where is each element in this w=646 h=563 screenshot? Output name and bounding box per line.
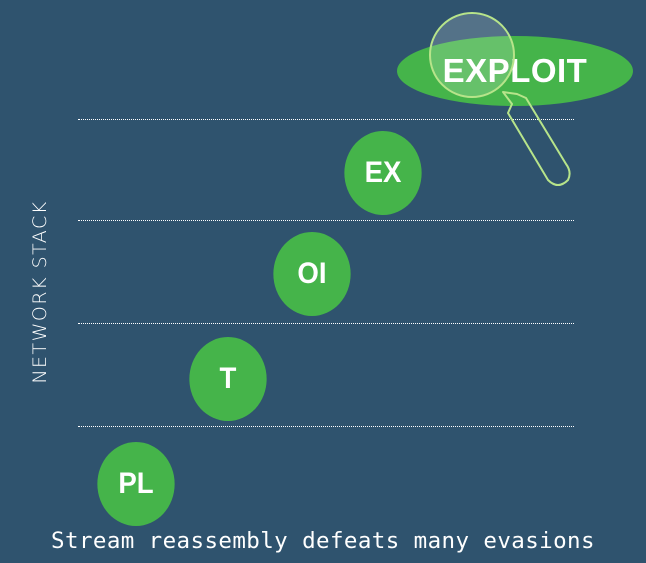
layer-node-oi: OI [273,232,351,316]
layer-divider [78,220,574,221]
layer-node-pl: PL [97,442,175,526]
layer-divider [78,426,574,427]
layer-node-ex: EX [344,131,422,215]
exploit-label: EXPLOIT [442,52,588,89]
layer-divider [78,119,574,120]
network-stack-axis-label: NETWORK STACK [29,200,51,384]
diagram-caption: Stream reassembly defeats many evasions [51,528,595,554]
layer-node-t: T [189,337,267,421]
layer-divider [78,323,574,324]
